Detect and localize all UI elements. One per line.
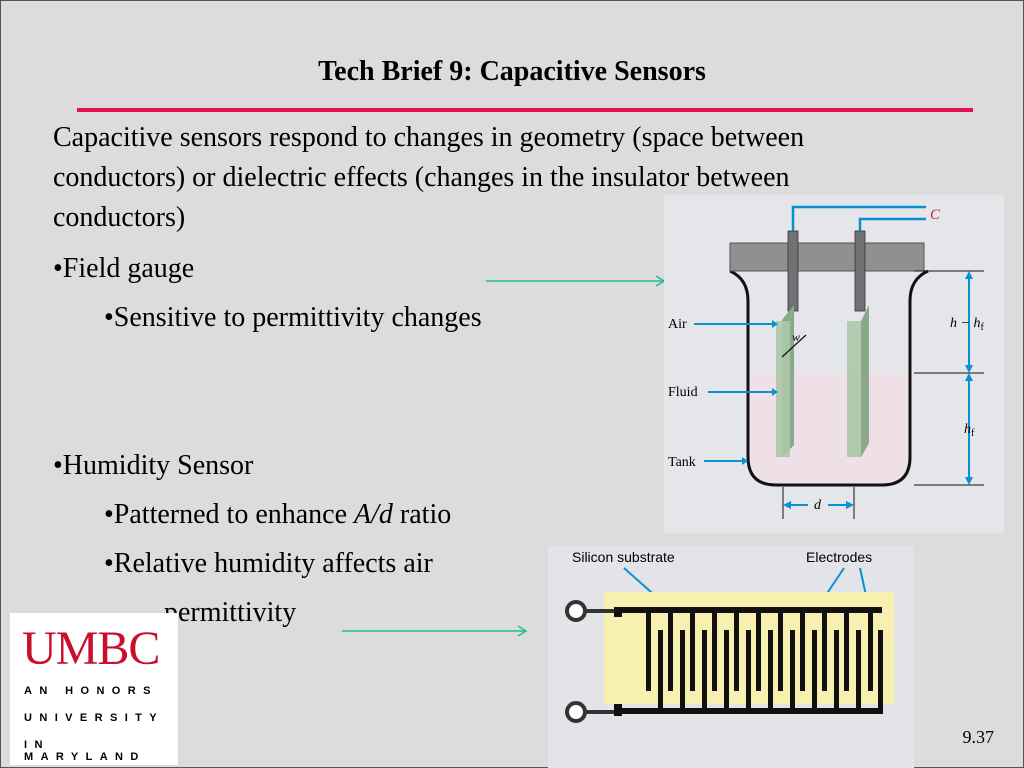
right-rod (854, 230, 866, 312)
top-finger (712, 613, 717, 691)
tank-label: Tank (668, 455, 696, 470)
bottom-finger (768, 630, 773, 708)
field-gauge-arrow (486, 275, 666, 287)
right-electrode-side (861, 305, 869, 457)
electrodes-label: Electrodes (806, 549, 872, 565)
fluid-region (747, 373, 910, 485)
bottom-finger (812, 630, 817, 708)
bottom-bus (614, 708, 882, 714)
bottom-finger (680, 630, 685, 708)
bottom-finger (724, 630, 729, 708)
logo-line-1: AN HONORS (24, 685, 158, 697)
terminal-bottom (565, 701, 587, 723)
top-finger (844, 613, 849, 691)
top-finger (756, 613, 761, 691)
terminal-top (565, 600, 587, 622)
tank-wall (729, 269, 929, 487)
fluid-label: Fluid (668, 385, 698, 400)
top-finger (734, 613, 739, 691)
logo-line-3: IN MARYLAND (24, 739, 146, 763)
umbc-logo: UMBC AN HONORS UNIVERSITY IN MARYLAND (10, 613, 178, 765)
bottom-finger (790, 630, 795, 708)
slide-title: Tech Brief 9: Capacitive Sensors (318, 56, 706, 87)
title-underline (77, 108, 973, 112)
bullet-patterned: •Patterned to enhance A/d ratio (104, 495, 451, 535)
tank-lid (729, 242, 925, 272)
top-finger (668, 613, 673, 691)
bullet-sensitive-permittivity: •Sensitive to permittivity changes (104, 302, 482, 333)
left-electrode (776, 321, 790, 457)
interdigitated-electrodes (614, 607, 883, 716)
top-finger (800, 613, 805, 691)
intro-line-3: conductors) (53, 202, 186, 233)
bottom-finger (856, 630, 861, 708)
bottom-finger (702, 630, 707, 708)
left-lead (791, 205, 926, 231)
silicon-substrate-label: Silicon substrate (572, 549, 675, 565)
gap-label: d (814, 498, 822, 513)
top-finger (646, 613, 651, 691)
width-marker (781, 334, 807, 358)
bullet-relative-humidity-cont: permittivity (164, 597, 297, 628)
field-gauge-diagram: C Air Fluid Tank w h − hf hf d (668, 205, 984, 519)
page-number: 9.37 (962, 727, 995, 747)
intro-line-2: conductors) or dielectric effects (chang… (53, 162, 790, 193)
capacitor-label: C (930, 207, 941, 223)
top-finger (690, 613, 695, 691)
bottom-bus-pad (614, 704, 622, 716)
air-label: Air (668, 317, 687, 332)
bottom-finger (878, 630, 883, 714)
h-minus-hf-label: h − hf (950, 316, 984, 333)
humidity-sensor-figure: Silicon substrate Electrodes (548, 546, 914, 768)
humidity-arrow (342, 625, 528, 637)
field-gauge-figure: C Air Fluid Tank w h − hf hf d (664, 195, 1004, 533)
width-label: w (792, 330, 800, 344)
top-finger (822, 613, 827, 691)
top-finger (778, 613, 783, 691)
bottom-finger (746, 630, 751, 708)
top-bus (614, 607, 882, 613)
intro-line-1: Capacitive sensors respond to changes in… (53, 122, 805, 153)
patterned-ratio: A/d (354, 499, 393, 530)
bullet-relative-humidity: •Relative humidity affects air (104, 548, 433, 579)
logo-line-2: UNIVERSITY (24, 712, 165, 724)
left-rod (787, 230, 799, 312)
right-electrode (847, 321, 861, 457)
bottom-finger (834, 630, 839, 708)
hf-label: hf (964, 422, 975, 439)
patterned-text-start: •Patterned to enhance (104, 499, 355, 530)
right-lead (858, 217, 926, 231)
bullet-field-gauge: •Field gauge (53, 253, 195, 284)
bullet-humidity-sensor: •Humidity Sensor (53, 450, 254, 481)
logo-wordmark: UMBC (22, 622, 160, 675)
patterned-text-end: ratio (392, 499, 452, 530)
humidity-sensor-diagram: Silicon substrate Electrodes (565, 549, 894, 723)
top-finger (868, 613, 873, 691)
bottom-finger (658, 630, 663, 708)
